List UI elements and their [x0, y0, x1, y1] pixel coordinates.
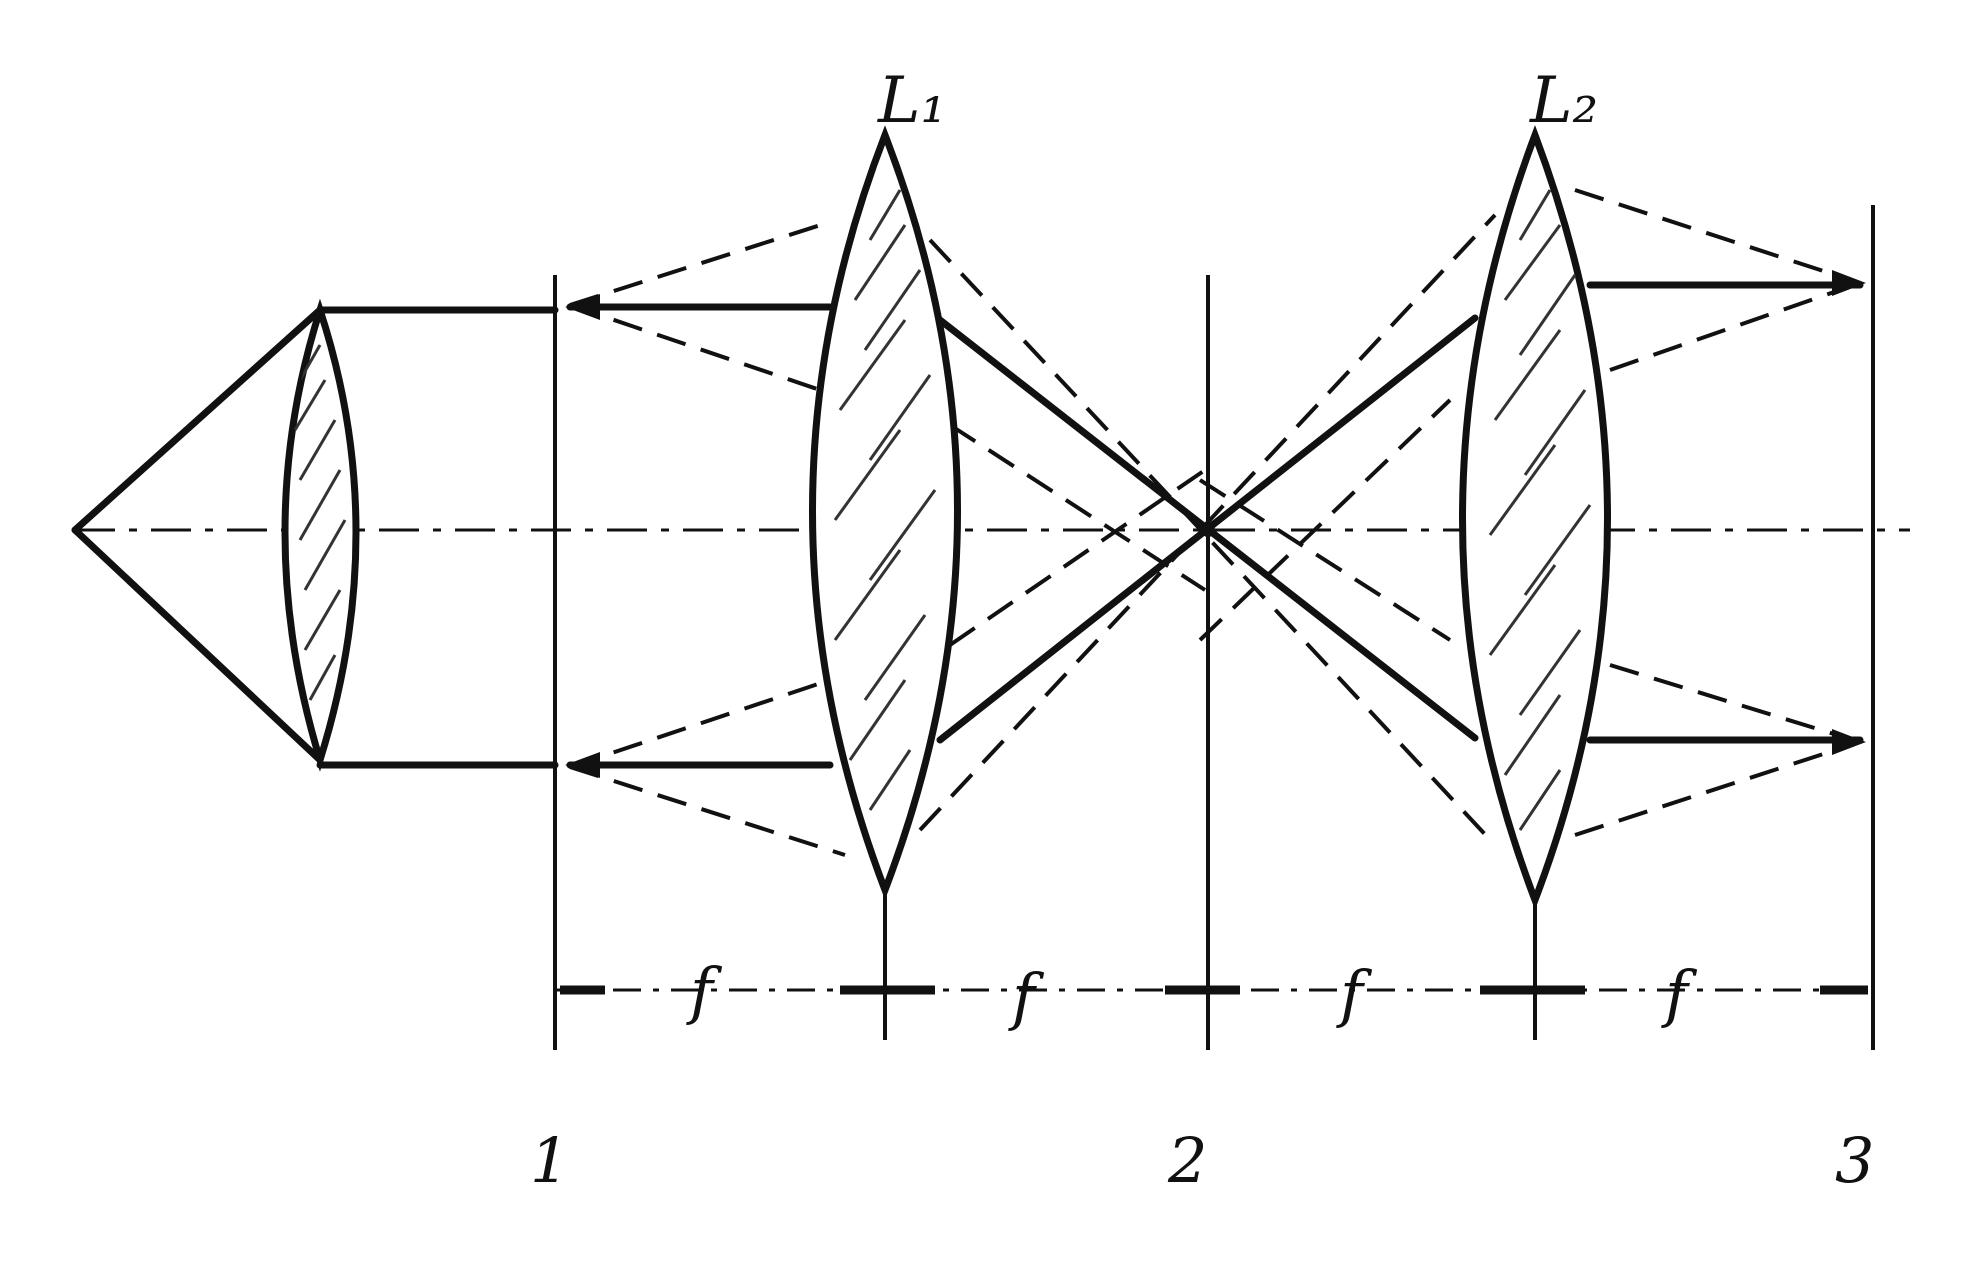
plane-1-arrows	[565, 294, 600, 778]
solid-rays	[566, 281, 1864, 769]
focal-label-3: f	[1336, 957, 1373, 1030]
plane-1-label: 1	[530, 1124, 569, 1197]
lens-l1-label: L₁	[877, 64, 946, 138]
plane-3-label: 3	[1835, 1124, 1874, 1197]
focal-label-4: f	[1661, 957, 1698, 1030]
lens-l1	[809, 125, 961, 900]
plane-3-arrows	[1832, 270, 1866, 755]
dashed-rays	[569, 188, 1861, 857]
focal-label-1: f	[686, 954, 723, 1027]
lens-l2	[1459, 125, 1611, 910]
focal-point	[1201, 523, 1215, 537]
source-cone	[71, 306, 559, 769]
plane-2-label: 2	[1167, 1124, 1207, 1197]
condenser-lens	[281, 298, 360, 772]
lens-l2-label: L₂	[1529, 64, 1598, 138]
focal-label-2: f	[1008, 960, 1045, 1033]
